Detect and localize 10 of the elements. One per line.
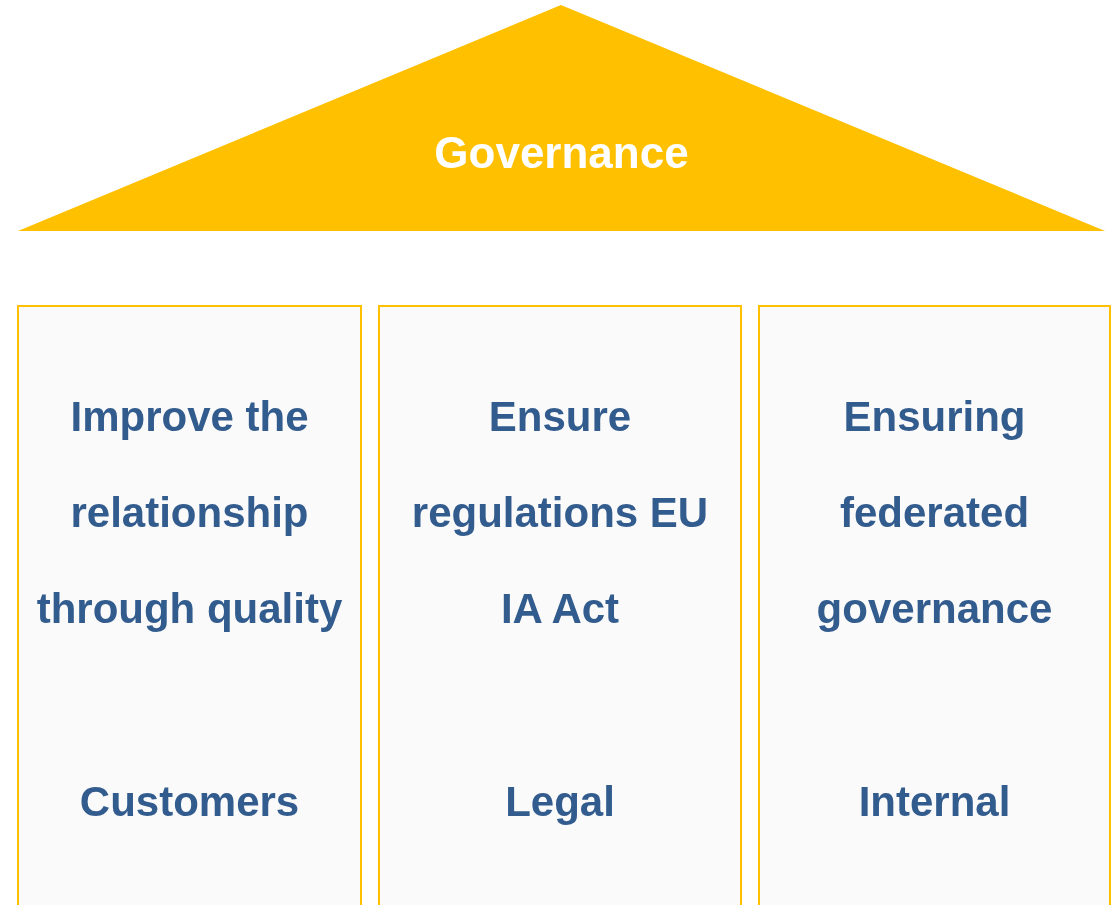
pillar-label: Internal	[857, 777, 1012, 827]
pillar-label: Customers	[78, 777, 301, 827]
pillar-box	[758, 305, 1111, 905]
pillar-label: Legal	[504, 777, 616, 827]
pillar-text: Ensuring federated governance	[815, 392, 1054, 634]
roof-title: Governance	[433, 127, 690, 179]
pillar-text: Ensure regulations EU IA Act	[410, 392, 710, 634]
pillar-box	[17, 305, 362, 905]
pillar-box	[378, 305, 742, 905]
pillar-text: Improve the relationship through quality	[35, 392, 344, 634]
